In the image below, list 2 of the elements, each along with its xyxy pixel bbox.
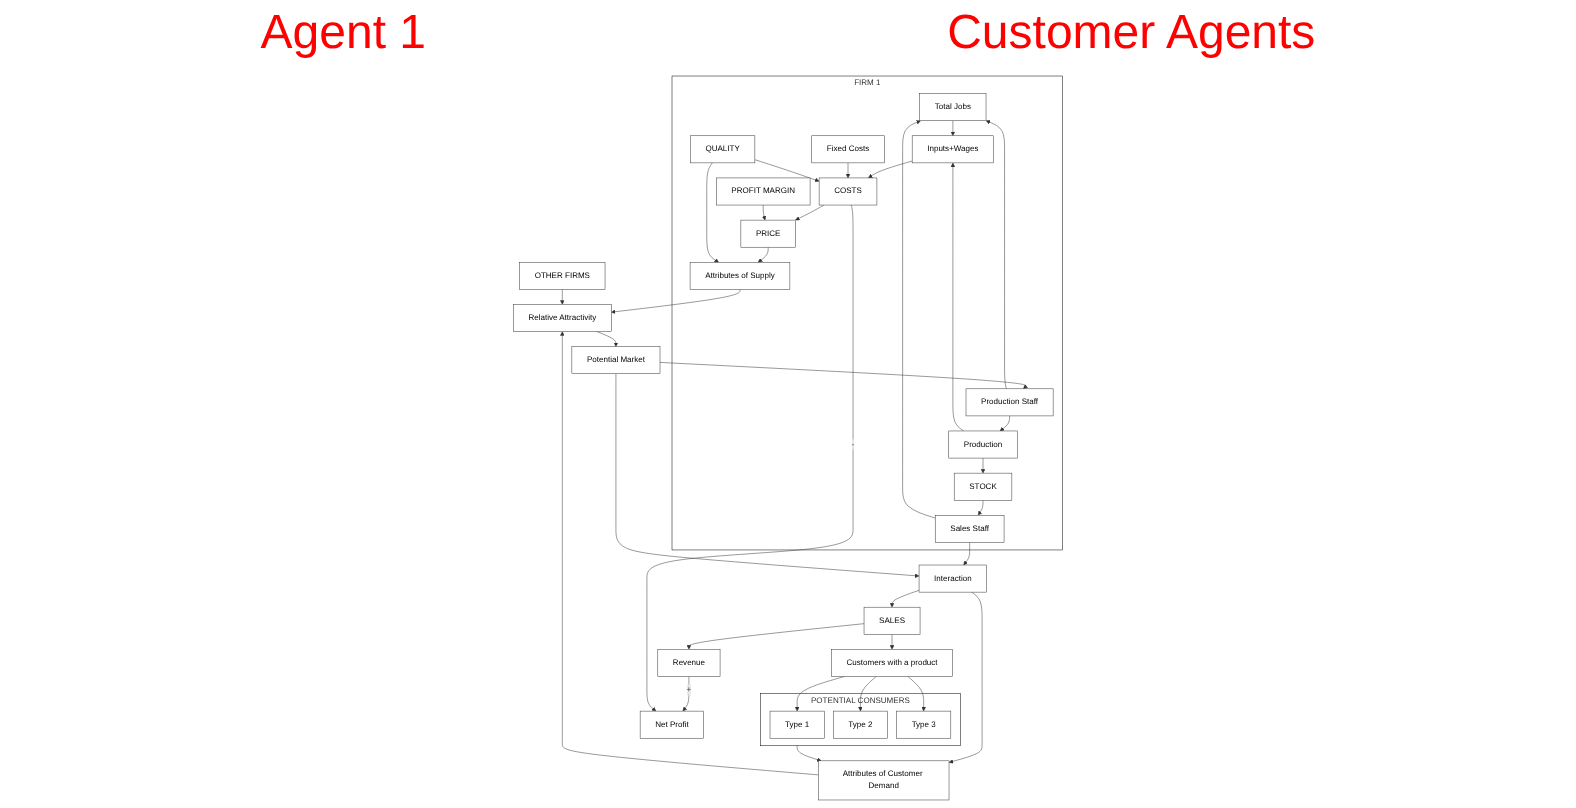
agent-heading: Agent 1	[260, 6, 427, 62]
agent-heading: Customer Agents	[947, 6, 1316, 62]
